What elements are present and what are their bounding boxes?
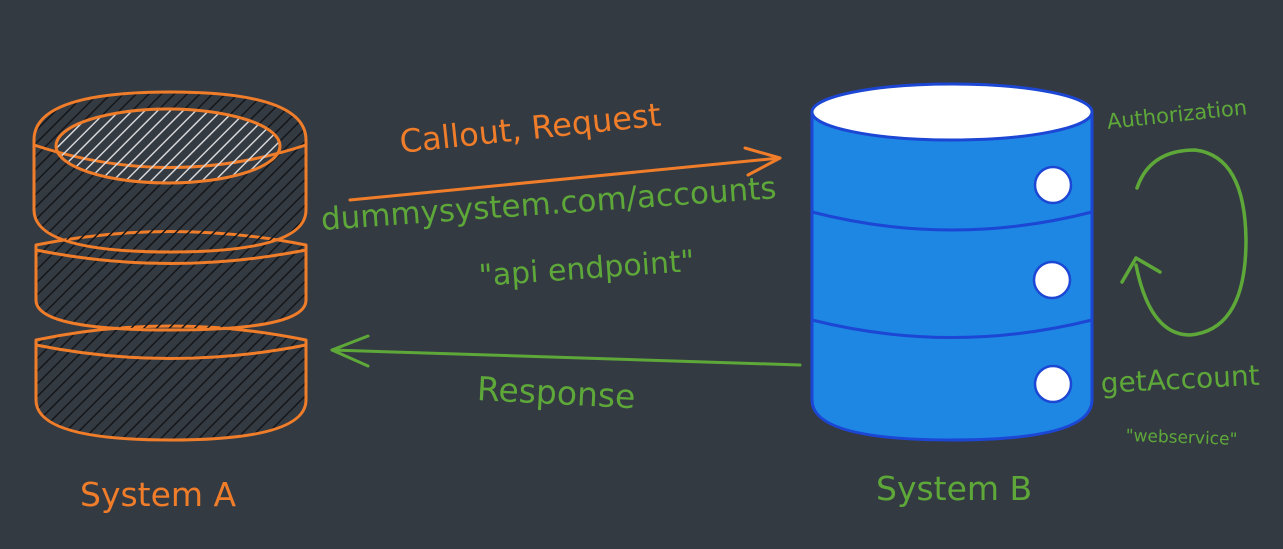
system-a-label: System A (80, 475, 237, 514)
response-label: Response (476, 369, 637, 417)
system-b-database-icon (810, 82, 1094, 442)
system-b-label: System B (876, 469, 1033, 508)
get-account-label: getAccount (1099, 358, 1261, 400)
webservice-note-label: "webservice" (1125, 426, 1238, 450)
system-a-database-icon (32, 90, 308, 442)
response-arrow (330, 334, 802, 368)
request-arrow (348, 146, 782, 202)
authorization-loop-arrow (1120, 148, 1248, 337)
